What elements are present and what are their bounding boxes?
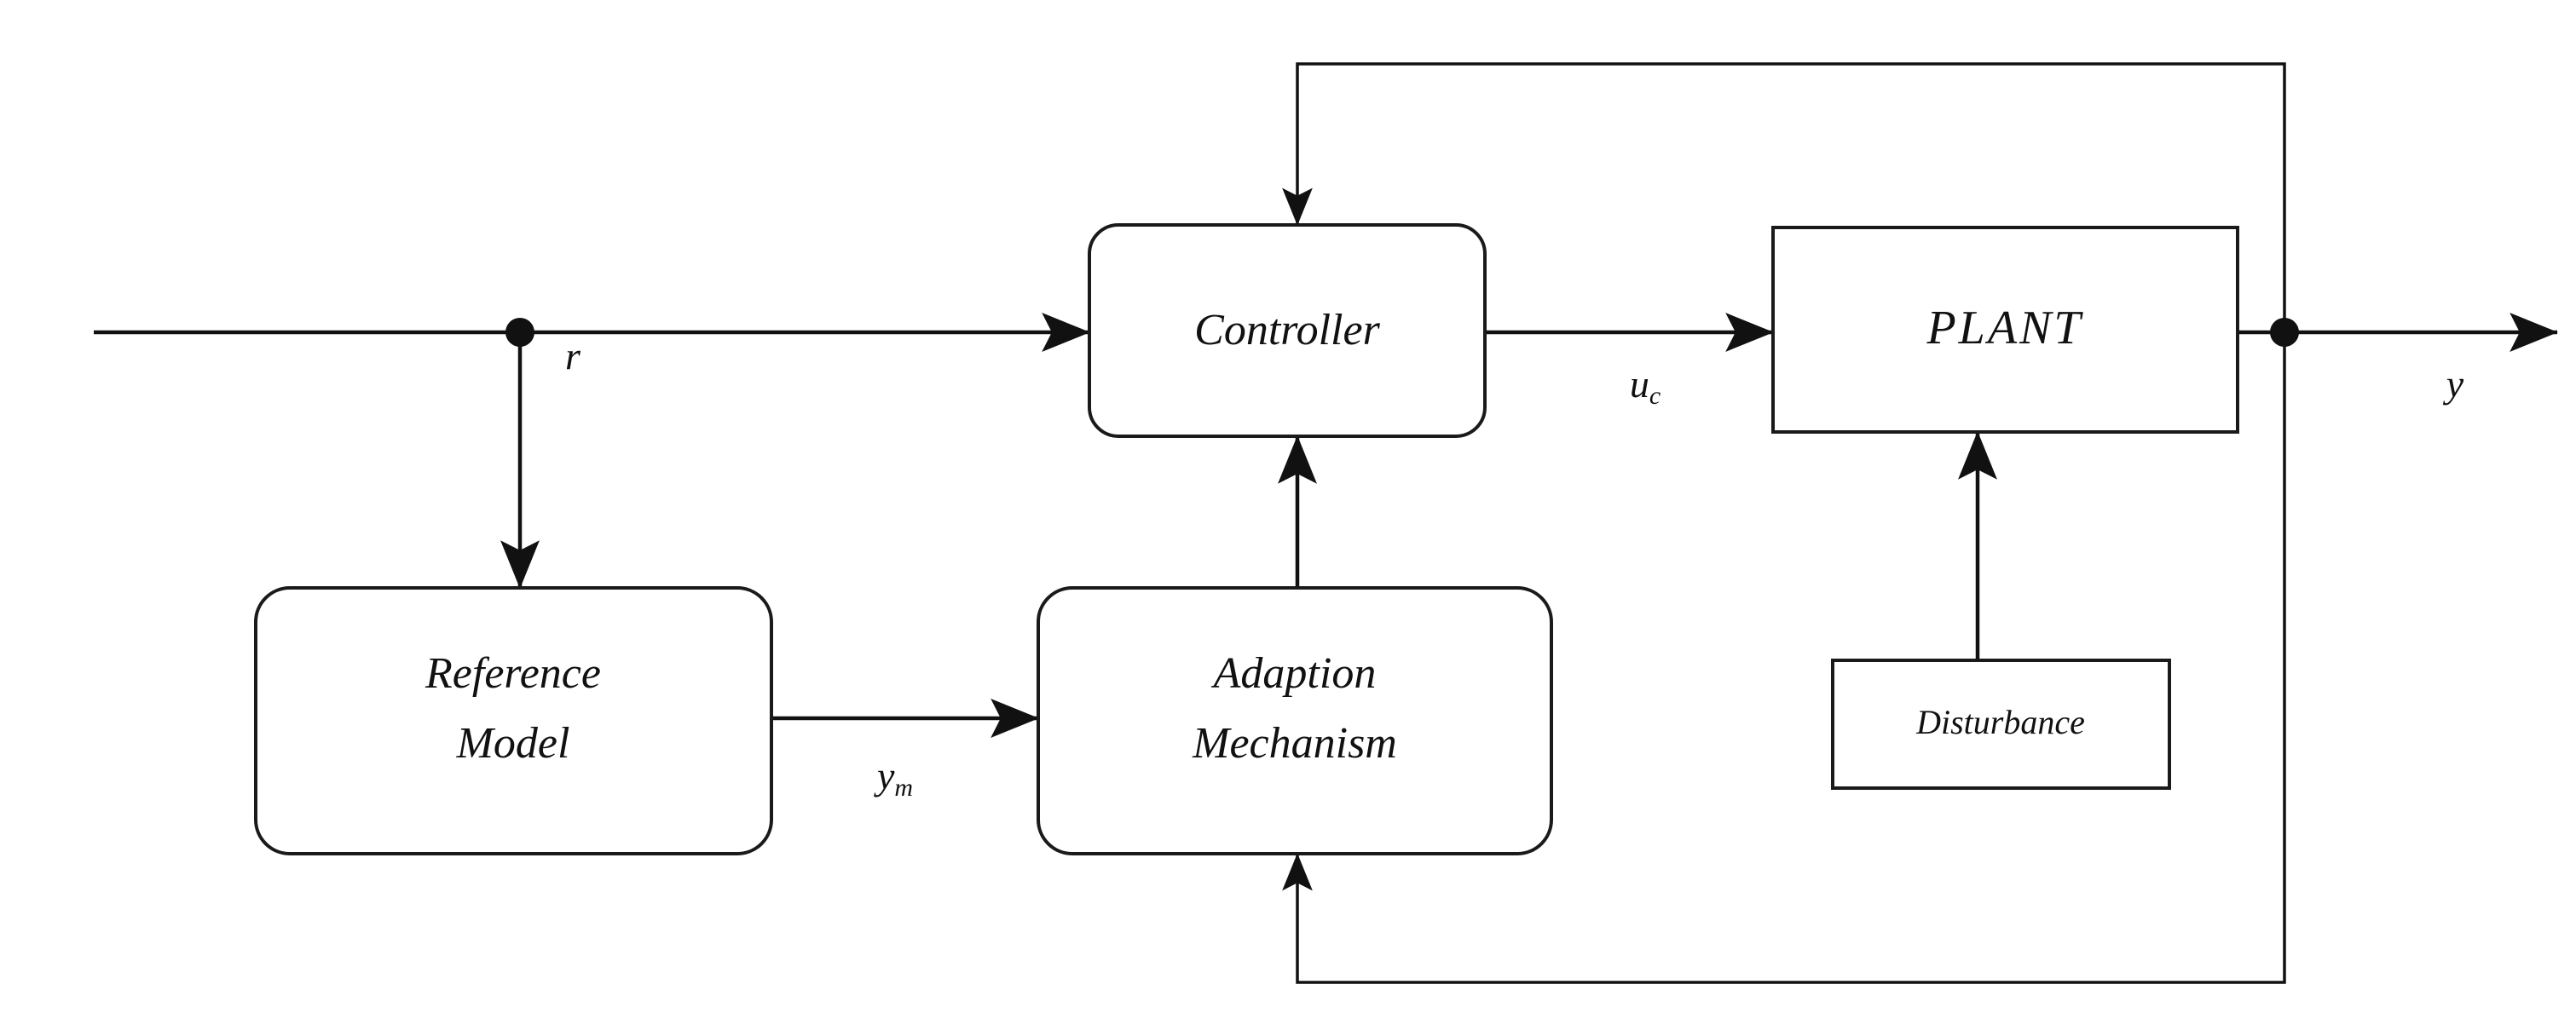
signal-label-ym-subscript: m (894, 774, 913, 802)
block-plant-label: PLANT (1926, 302, 2083, 354)
signal-label-y: y (2443, 362, 2464, 406)
block-controller[interactable]: Controller (1088, 223, 1487, 438)
block-controller-label: Controller (1194, 306, 1380, 354)
block-adaption-mechanism-shape (1037, 586, 1553, 855)
block-plant[interactable]: PLANT (1771, 226, 2239, 434)
signal-label-uc: uc (1630, 362, 1661, 410)
block-adaption-mechanism-label-line1: Adaption (1211, 649, 1377, 698)
block-adaption-mechanism[interactable]: Adaption Mechanism (1037, 586, 1553, 855)
signal-label-ym-base: y (874, 754, 895, 797)
signal-label-uc-subscript: c (1649, 382, 1661, 410)
block-disturbance-label: Disturbance (1915, 703, 2085, 741)
block-plant-shape (1771, 226, 2239, 434)
block-disturbance[interactable]: Disturbance (1831, 659, 2171, 790)
block-adaption-mechanism-label-line2: Mechanism (1192, 719, 1397, 768)
signal-label-ym: ym (874, 754, 913, 802)
block-reference-model-label-line1: Reference (425, 649, 601, 698)
block-disturbance-shape (1831, 659, 2171, 790)
wire-feedback-top-to-controller (1282, 62, 2286, 332)
wire-feedback-bottom-to-adaption (1282, 332, 2286, 984)
junction-dot-input-split (505, 318, 534, 347)
block-reference-model-label-line2: Model (456, 719, 570, 768)
block-reference-model-shape (254, 586, 773, 855)
junction-dot-output-split (2270, 318, 2299, 347)
signal-label-y-base: y (2443, 362, 2464, 406)
signal-label-r: r (565, 334, 581, 377)
block-reference-model[interactable]: Reference Model (254, 586, 773, 855)
block-controller-shape (1088, 223, 1487, 438)
signal-label-uc-base: u (1630, 362, 1649, 406)
signal-label-r-base: r (565, 334, 581, 377)
